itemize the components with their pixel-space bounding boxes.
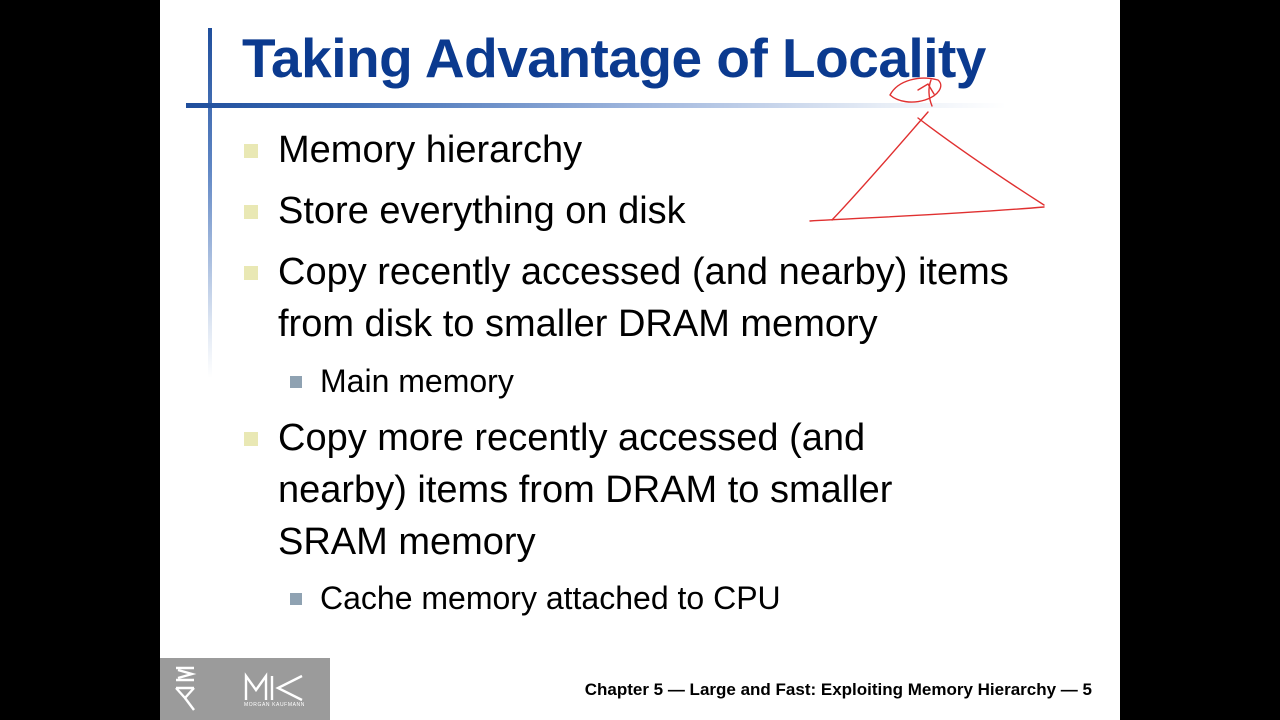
bullet-text: Copy more recently accessed (and nearby)… bbox=[278, 417, 893, 563]
bullet-text: Store everything on disk bbox=[278, 190, 686, 232]
bullet-text: Copy recently accessed (and nearby) item… bbox=[278, 251, 1009, 345]
bullet-item: Copy more recently accessed (and nearby)… bbox=[244, 412, 998, 568]
sub-bullet-item: Cache memory attached to CPU bbox=[290, 577, 1080, 619]
slide: Taking Advantage of Locality Memory hier… bbox=[160, 0, 1120, 720]
logo-subtext: MORGAN KAUFMANN bbox=[244, 702, 305, 708]
sub-bullet-square-icon bbox=[290, 593, 302, 605]
footer-caption: Chapter 5 — Large and Fast: Exploiting M… bbox=[584, 680, 1092, 699]
sub-bullet-text: Cache memory attached to CPU bbox=[320, 580, 781, 616]
bullet-square-icon bbox=[244, 144, 258, 158]
bullet-item: Memory hierarchy bbox=[244, 124, 1098, 176]
bullet-item: Store everything on disk bbox=[244, 185, 1098, 237]
slide-title: Taking Advantage of Locality bbox=[242, 27, 986, 89]
bullet-item: Copy recently accessed (and nearby) item… bbox=[244, 246, 1078, 350]
bullet-square-icon bbox=[244, 205, 258, 219]
bullet-text: Memory hierarchy bbox=[278, 129, 583, 171]
bullet-square-icon bbox=[244, 266, 258, 280]
sub-bullet-text: Main memory bbox=[320, 363, 514, 399]
sub-bullet-square-icon bbox=[290, 376, 302, 388]
morgan-kaufmann-logo-icon: MORGAN KAUFMANN MK bbox=[160, 658, 330, 720]
vertical-accent-bar bbox=[208, 28, 212, 378]
horizontal-accent-bar bbox=[186, 103, 1006, 108]
sub-bullet-item: Main memory bbox=[290, 360, 1080, 402]
bullet-square-icon bbox=[244, 432, 258, 446]
